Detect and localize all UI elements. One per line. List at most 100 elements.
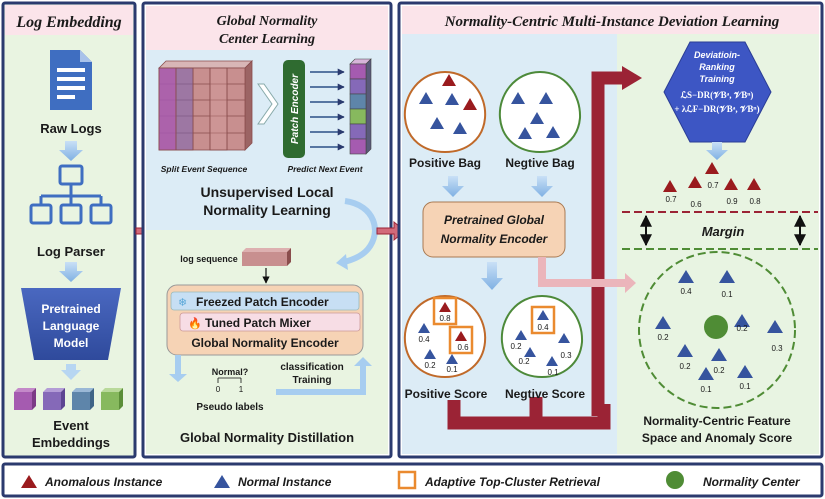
patch-encoder-label: Patch Encoder: [290, 73, 301, 144]
retrieval-box: [432, 296, 458, 326]
normality-center: [704, 315, 728, 339]
positive-score-instances: [418, 302, 467, 364]
feature-space-line1: Normality-Centric Feature: [643, 414, 791, 428]
curved-arrow-icon: [343, 198, 378, 265]
negative-score-bag: [500, 294, 584, 379]
down-arrow-icon: [169, 355, 187, 382]
chevron-right-icon: [257, 83, 279, 125]
ranking-line2: Ranking: [699, 62, 735, 72]
freezed-encoder-bar: [170, 291, 360, 311]
legend-adaptive: Adaptive Top-Cluster Retrieval: [424, 475, 601, 489]
snowflake-icon: ❄: [178, 297, 187, 309]
label-one: 1: [239, 385, 244, 394]
plm-label-line3: Model: [54, 336, 89, 350]
down-arrow-icon: [61, 364, 81, 380]
anomalous-instance-icon: [21, 475, 37, 488]
panel-global-normality-center-learning: Global Normality Center Learning Patch E…: [141, 1, 393, 459]
fire-icon: 🔥: [188, 317, 202, 330]
retrieval-box: [448, 325, 474, 355]
neg-score-4: 0.1: [547, 368, 559, 377]
ranking-training-hexagon: [663, 41, 772, 143]
flow-pipe: [447, 400, 611, 430]
pos-score-3: 0.2: [424, 361, 436, 370]
down-arrow-icon: [531, 176, 553, 197]
neg-score-0: 0.4: [537, 323, 549, 332]
patch-encoder-block: [283, 60, 305, 158]
feature-score-6: 0.2: [713, 366, 725, 375]
unsupervised-line2: Normality Learning: [203, 202, 331, 218]
flow-arrow-icon: [622, 66, 642, 90]
positive-bag-label: Positive Bag: [409, 156, 481, 170]
normal-question: Normal?: [212, 367, 249, 377]
plm-label-line1: Pretrained: [41, 302, 100, 316]
parser-tree-icon: [29, 164, 113, 225]
event-embeddings-line2: Embeddings: [32, 435, 110, 450]
down-arrow-icon: [442, 176, 464, 197]
legend-anomalous: Anomalous Instance: [44, 475, 163, 489]
flow-pipe: [591, 71, 626, 416]
predict-caption: Predict Next Event: [287, 164, 363, 174]
distillation-label: Global Normality Distillation: [180, 430, 354, 445]
loss-line2: + λℒF−DR(𝒱Bᵃ, 𝒱Bⁿ): [674, 104, 759, 114]
tuned-mixer-bar: [179, 312, 361, 332]
document-icon: [50, 50, 92, 110]
neg-score-3: 0.2: [518, 357, 530, 366]
panel3-title: Normality-Centric Multi-Instance Deviati…: [444, 14, 780, 30]
pretrained-encoder-block: [422, 201, 566, 258]
plm-label-line2: Language: [43, 319, 100, 333]
negative-bag-label: Negtive Bag: [505, 156, 574, 170]
top-score-3: 0.9: [726, 197, 738, 206]
feature-score-3: 0.2: [736, 324, 748, 333]
feature-score-8: 0.1: [739, 382, 751, 391]
panel-deviation-learning: Normality-Centric Multi-Instance Deviati…: [397, 1, 824, 459]
classification-label: classification: [280, 362, 343, 373]
ranking-line3: Training: [699, 74, 735, 84]
panel-log-embedding: Log Embedding Raw Logs Log Parser: [1, 1, 137, 459]
pos-score-1: 0.4: [418, 335, 430, 344]
training-arrow-icon: [276, 357, 372, 395]
feature-score-5: 0.2: [679, 362, 691, 371]
positive-bag-instances: [419, 74, 477, 134]
positive-score-label: Positive Score: [405, 387, 488, 401]
negative-bag-instances: [511, 92, 560, 139]
event-sequence-grid: [158, 60, 253, 151]
feature-score-4: 0.3: [771, 344, 783, 353]
event-embedding-cubes: [14, 388, 123, 410]
feature-score-1: 0.1: [721, 290, 733, 299]
normality-center-icon: [666, 471, 684, 489]
pretrained-encoder-line1: Pretrained Global: [444, 213, 545, 227]
retrieval-box: [530, 305, 556, 335]
ranking-line1: Deviatioin-: [694, 50, 740, 60]
feature-arrow-icon: [538, 257, 636, 293]
log-sequence-label: log sequence: [180, 254, 238, 264]
log-sequence-bar: [242, 248, 291, 266]
event-embeddings-line1: Event: [53, 418, 89, 433]
top-score-2: 0.7: [707, 181, 719, 190]
neg-score-2: 0.3: [560, 351, 572, 360]
freezed-label: Freezed Patch Encoder: [196, 295, 329, 309]
feature-score-0: 0.4: [680, 287, 692, 296]
negative-bag: [498, 70, 582, 154]
panel1-title: Log Embedding: [15, 14, 121, 31]
pos-score-4: 0.1: [446, 365, 458, 374]
gne-label: Global Normality Encoder: [191, 336, 339, 350]
legend-normal: Normal Instance: [238, 475, 332, 489]
neg-score-1: 0.2: [510, 342, 522, 351]
top-anomalous-instances: [663, 162, 761, 192]
loss-line1: ℒS−DR(𝒱Bᵃ, 𝒱Bⁿ): [681, 90, 754, 100]
panel2-title-line1: Global Normality: [217, 14, 319, 29]
top-score-0: 0.7: [665, 195, 677, 204]
legend: Anomalous Instance Normal Instance Adapt…: [1, 462, 824, 498]
log-parser-label: Log Parser: [37, 244, 105, 259]
pos-score-0: 0.8: [439, 314, 451, 323]
feature-score-2: 0.2: [657, 333, 669, 342]
feature-score-7: 0.1: [700, 385, 712, 394]
training-label: Training: [293, 375, 332, 386]
feature-space-line2: Space and Anomaly Score: [642, 431, 793, 445]
tuned-label: Tuned Patch Mixer: [205, 316, 311, 330]
normal-instance-icon: [214, 475, 230, 488]
split-caption: Split Event Sequence: [161, 164, 248, 174]
top-score-4: 0.8: [749, 197, 761, 206]
pseudo-labels: Pseudo labels: [196, 402, 264, 413]
